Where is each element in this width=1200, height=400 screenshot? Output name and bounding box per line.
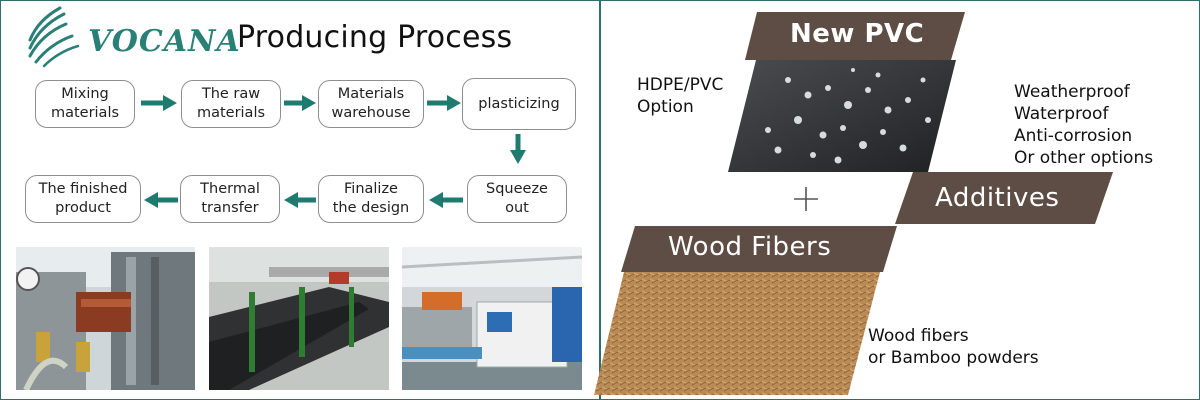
arrow-right-icon bbox=[427, 95, 461, 111]
extrusion-line-photo bbox=[209, 247, 389, 390]
step-mixing-materials: Mixing materials bbox=[35, 80, 135, 128]
arrow-down-icon bbox=[510, 134, 526, 164]
panel-divider bbox=[599, 0, 601, 400]
step-materials-warehouse: Materials warehouse bbox=[318, 80, 424, 128]
wood-fibers-photo bbox=[594, 272, 880, 395]
wood-fibers-banner bbox=[621, 226, 897, 272]
wood-fibers-label: Wood Fibers bbox=[668, 232, 832, 262]
step-finalize-design: Finalize the design bbox=[318, 175, 424, 223]
factory-machine-photo bbox=[402, 247, 582, 390]
additive-options-text: Weatherproof Waterproof Anti-corrosion O… bbox=[1014, 82, 1154, 168]
arrow-right-icon bbox=[141, 95, 177, 111]
wood-options-text: Wood fibers or Bamboo powders bbox=[868, 326, 1039, 368]
additives-label: Additives bbox=[935, 183, 1060, 213]
step-finished-product: The finished product bbox=[25, 175, 141, 223]
arrow-left-icon bbox=[429, 192, 463, 208]
step-plasticizing: plasticizing bbox=[462, 78, 576, 130]
pvc-granules-photo bbox=[728, 60, 956, 172]
brand-name: VOCANA bbox=[88, 24, 241, 59]
new-pvc-banner bbox=[745, 12, 965, 60]
extrusion-mold-photo bbox=[16, 247, 195, 390]
new-pvc-label: New PVC bbox=[790, 19, 925, 49]
vocana-wave-logo-icon bbox=[28, 6, 80, 68]
step-raw-materials: The raw materials bbox=[181, 80, 281, 128]
page-title: Producing Process bbox=[237, 20, 513, 55]
pvc-option-text: HDPE/PVC Option bbox=[637, 75, 724, 117]
additives-banner bbox=[895, 172, 1113, 224]
arrow-left-icon bbox=[144, 192, 178, 208]
step-thermal-transfer: Thermal transfer bbox=[180, 175, 280, 223]
step-squeeze-out: Squeeze out bbox=[467, 175, 567, 223]
arrow-right-icon bbox=[284, 95, 316, 111]
arrow-left-icon bbox=[284, 192, 316, 208]
plus-icon bbox=[794, 187, 818, 211]
